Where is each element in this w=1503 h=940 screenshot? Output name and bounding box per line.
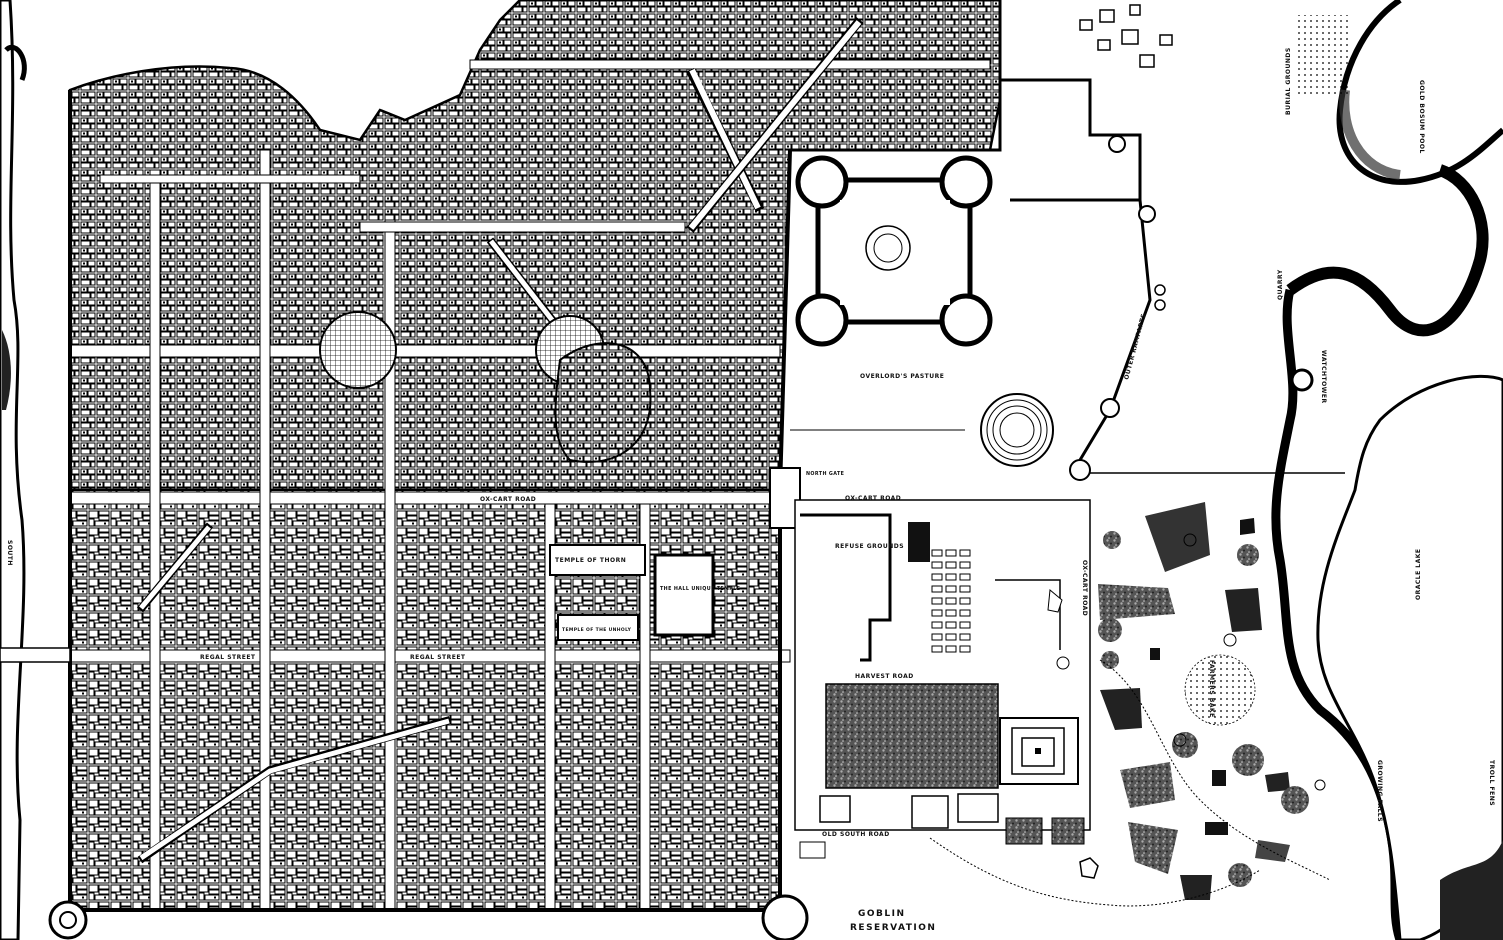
- wall-tower-se: [761, 894, 809, 940]
- label-north-gate: NORTH GATE: [806, 471, 844, 477]
- outer-ramparts: [998, 78, 1152, 461]
- label-farmers-bake: FARMERS BAKE: [1208, 660, 1215, 718]
- hall-unique-temple-building: [653, 553, 715, 637]
- garden: [554, 342, 652, 463]
- label-temple-of-thorn: TEMPLE OF THORN: [555, 557, 626, 564]
- label-ox-cart-road-vertical: OX-CART ROAD: [1081, 560, 1088, 616]
- label-gold-bosum-pool: GOLD BOSUM POOL: [1418, 80, 1425, 154]
- label-oracle-lake: ORACLE LAKE: [1415, 549, 1422, 601]
- label-outer-ramparts: OUTER RAMPARTS: [1123, 313, 1147, 381]
- temple-of-thorn-building: [549, 544, 646, 576]
- city-walls: [68, 90, 792, 912]
- label-regal-street-west: REGAL STREET: [200, 654, 256, 661]
- gorge: [1286, 164, 1489, 337]
- city-district-south: [69, 489, 781, 911]
- west-river: [0, 0, 26, 940]
- label-regal-street-east: REGAL STREET: [410, 654, 466, 661]
- label-temple-of-the-unholy: TEMPLE OF THE UNHOLY: [562, 627, 632, 633]
- crop-field: [825, 683, 999, 789]
- stalls: [931, 549, 971, 653]
- label-growing-falls: GROWING FALLS: [1376, 760, 1383, 822]
- label-hall-unique-temple: THE HALL UNIQUE TEMPLE: [660, 586, 740, 592]
- label-quarry: QUARRY: [1277, 269, 1284, 300]
- label-troll-fens: TROLL FENS: [1488, 760, 1495, 806]
- ne-settlement: [1079, 4, 1173, 68]
- label-refuse-grounds: REFUSE GROUNDS: [835, 543, 904, 550]
- refuse-grounds-wall: [800, 513, 892, 662]
- label-old-south-road: OLD SOUTH ROAD: [822, 831, 890, 838]
- city-district-west: [68, 0, 1002, 492]
- label-watchtower: WATCHTOWER: [1320, 350, 1327, 404]
- farmers-bake-ring: [1184, 654, 1256, 726]
- watchtower-icon: [1290, 368, 1314, 392]
- dome-plaza-west: [319, 311, 397, 389]
- wall-tower-sw: [48, 900, 88, 940]
- streets: [69, 59, 991, 911]
- fortress: [795, 155, 993, 347]
- label-ox-cart-road-east: OX-CART ROAD: [845, 495, 901, 502]
- burial-ground-dots: [1295, 15, 1350, 95]
- oracle-lake: [1316, 374, 1503, 940]
- label-harvest-road: HARVEST ROAD: [855, 673, 914, 680]
- label-goblin: GOBLIN: [858, 909, 906, 919]
- label-south: SOUTH: [6, 540, 13, 566]
- label-overlords-pasture: OVERLORD'S PASTURE: [860, 373, 944, 380]
- east-river-bank: [1336, 0, 1503, 185]
- label-reservation: RESERVATION: [850, 923, 936, 933]
- arena: [980, 393, 1054, 467]
- temple-of-the-unholy-building: [557, 614, 639, 641]
- reservation-fields: [1098, 502, 1326, 900]
- label-ox-cart-road-west: OX-CART ROAD: [480, 496, 536, 503]
- label-burial-grounds: BURIAL GROUNDS: [1285, 47, 1292, 115]
